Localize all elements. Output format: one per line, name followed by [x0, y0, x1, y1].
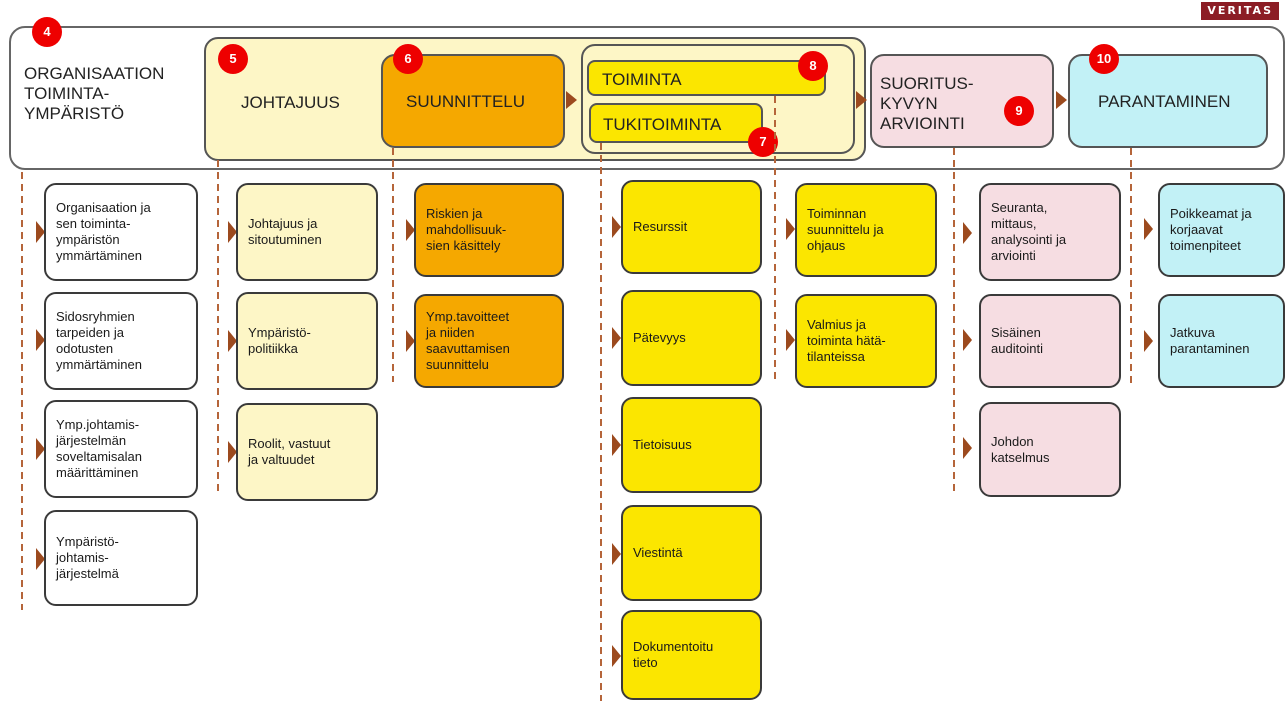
arrow-johtajuus-3: [228, 441, 237, 463]
box-parantaminen-2: Jatkuva parantaminen: [1158, 294, 1285, 388]
box-tuki-2: Pätevyys: [621, 290, 762, 386]
badge-9: 9: [1004, 96, 1034, 126]
box-toiminta-2: Valmius ja toiminta hätä- tilanteissa: [795, 294, 937, 388]
header-arrow-1: [566, 91, 577, 109]
tukitoiminta-heading: TUKITOIMINTA: [603, 115, 722, 134]
arrow-parantaminen-2: [1144, 330, 1153, 352]
toiminta-zone: [587, 60, 826, 96]
box-johtajuus-2: Ympäristö- politiikka: [236, 292, 378, 390]
arrow-tuki-2: [612, 327, 621, 349]
suorituskyky-heading: SUORITUS- KYVYN ARVIOINTI: [880, 74, 974, 133]
box-organisaatio-1: Organisaation ja sen toiminta- ympäristö…: [44, 183, 198, 281]
badge-6: 6: [393, 44, 423, 74]
arrow-suorituskyky-2: [963, 329, 972, 351]
johtajuus-heading: JOHTAJUUS: [241, 93, 340, 112]
box-organisaatio-2: Sidosryhmien tarpeiden ja odotusten ymmä…: [44, 292, 198, 390]
box-suunnittelu-1: Riskien ja mahdollisuuk- sien käsittely: [414, 183, 564, 277]
box-tuki-3: Tietoisuus: [621, 397, 762, 493]
arrow-johtajuus-2: [228, 330, 237, 352]
suunnittelu-heading: SUUNNITTELU: [406, 92, 526, 111]
arrow-suorituskyky-3: [963, 437, 972, 459]
box-tuki-1: Resurssit: [621, 180, 762, 274]
arrow-tuki-5: [612, 645, 621, 667]
arrow-johtajuus-1: [228, 221, 237, 243]
arrow-suorituskyky-1: [963, 222, 972, 244]
veritas-logo: VERITAS: [1201, 2, 1279, 20]
arrow-suunnittelu-2: [406, 330, 415, 352]
arrow-org-2: [36, 329, 45, 351]
arrow-tuki-3: [612, 434, 621, 456]
arrow-toiminta-2: [786, 329, 795, 351]
toiminta-heading: TOIMINTA: [602, 70, 682, 89]
box-tuki-4: Viestintä: [621, 505, 762, 601]
arrow-toiminta-1: [786, 218, 795, 240]
box-parantaminen-1: Poikkeamat ja korjaavat toimenpiteet: [1158, 183, 1285, 277]
arrow-parantaminen-1: [1144, 218, 1153, 240]
arrow-tuki-4: [612, 543, 621, 565]
parantaminen-heading: PARANTAMINEN: [1098, 92, 1231, 111]
badge-8: 8: [798, 51, 828, 81]
arrow-org-4: [36, 548, 45, 570]
arrow-org-1: [36, 221, 45, 243]
badge-4: 4: [32, 17, 62, 47]
box-suorituskyky-3: Johdon katselmus: [979, 402, 1121, 497]
organisaatio-heading: ORGANISAATION TOIMINTA- YMPÄRISTÖ: [24, 64, 165, 123]
badge-5: 5: [218, 44, 248, 74]
arrow-tuki-1: [612, 216, 621, 238]
badge-10: 10: [1089, 44, 1119, 74]
header-arrow-3: [1056, 91, 1067, 109]
tukitoiminta-zone: [589, 103, 763, 143]
arrow-suunnittelu-1: [406, 219, 415, 241]
box-toiminta-1: Toiminnan suunnittelu ja ohjaus: [795, 183, 937, 277]
box-suorituskyky-1: Seuranta, mittaus, analysointi ja arvioi…: [979, 183, 1121, 281]
suorituskyky-zone: [870, 54, 1054, 148]
badge-7: 7: [748, 127, 778, 157]
box-johtajuus-1: Johtajuus ja sitoutuminen: [236, 183, 378, 281]
box-suunnittelu-2: Ymp.tavoitteet ja niiden saavuttamisen s…: [414, 294, 564, 388]
box-organisaatio-3: Ymp.johtamis- järjestelmän soveltamisala…: [44, 400, 198, 498]
box-organisaatio-4: Ympäristö- johtamis- järjestelmä: [44, 510, 198, 606]
box-johtajuus-3: Roolit, vastuut ja valtuudet: [236, 403, 378, 501]
arrow-org-3: [36, 438, 45, 460]
box-suorituskyky-2: Sisäinen auditointi: [979, 294, 1121, 388]
header-arrow-2: [856, 91, 867, 109]
box-tuki-5: Dokumentoitu tieto: [621, 610, 762, 700]
